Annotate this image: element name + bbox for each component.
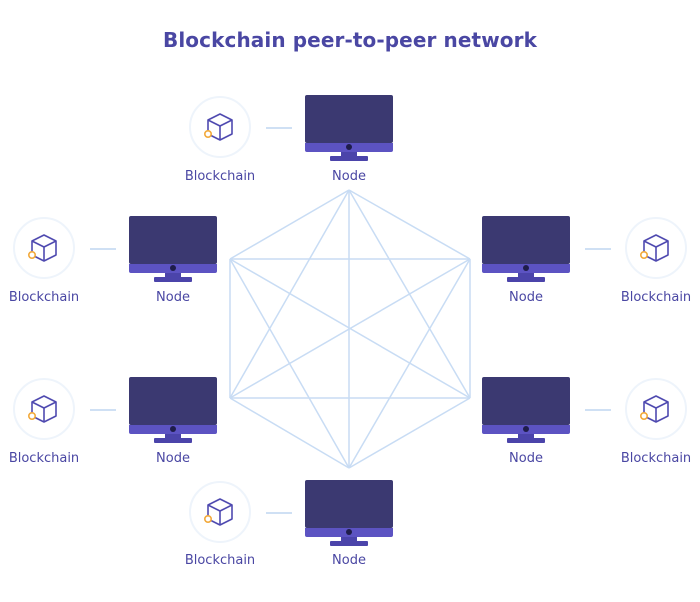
monitor-bezel [129, 425, 217, 434]
node-label: Node [156, 290, 190, 305]
connector-line [90, 409, 116, 411]
monitor-bezel [482, 264, 570, 273]
power-dot [346, 529, 352, 535]
node-monitor-icon [129, 216, 217, 282]
monitor-stand [165, 273, 181, 277]
blockchain-icon [189, 481, 251, 543]
node-monitor-icon [482, 216, 570, 282]
node-label: Node [332, 553, 366, 568]
blockchain-icon [625, 378, 687, 440]
monitor-bezel [305, 528, 393, 537]
monitor-stand [341, 537, 357, 541]
monitor-stand [518, 434, 534, 438]
monitor-foot [507, 438, 545, 443]
node-monitor-icon [305, 95, 393, 161]
connector-line [90, 248, 116, 250]
node-monitor-icon [129, 377, 217, 443]
monitor-stand [341, 152, 357, 156]
node-monitor-icon [305, 480, 393, 546]
monitor-screen [129, 377, 217, 425]
mesh-edge [348, 258, 471, 469]
blockchain-label: Blockchain [8, 290, 80, 305]
monitor-foot [507, 277, 545, 282]
monitor-stand [165, 434, 181, 438]
monitor-stand [518, 273, 534, 277]
monitor-bezel [305, 143, 393, 152]
blockchain-icon [13, 217, 75, 279]
power-dot [346, 144, 352, 150]
power-dot [523, 265, 529, 271]
power-dot [523, 426, 529, 432]
connector-line [585, 409, 611, 411]
power-dot [170, 265, 176, 271]
connector-line [585, 248, 611, 250]
monitor-screen [482, 377, 570, 425]
node-label: Node [509, 290, 543, 305]
node-label: Node [156, 451, 190, 466]
blockchain-icon [13, 378, 75, 440]
node-label: Node [509, 451, 543, 466]
node-label: Node [332, 169, 366, 184]
diagram-title: Blockchain peer-to-peer network [163, 28, 537, 52]
monitor-screen [305, 480, 393, 528]
monitor-foot [154, 438, 192, 443]
mesh-edge [348, 189, 471, 260]
blockchain-icon [189, 96, 251, 158]
monitor-screen [305, 95, 393, 143]
monitor-foot [154, 277, 192, 282]
node-monitor-icon [482, 377, 570, 443]
blockchain-label: Blockchain [184, 169, 256, 184]
mesh-edge [229, 189, 350, 260]
blockchain-label: Blockchain [184, 553, 256, 568]
monitor-foot [330, 541, 368, 546]
blockchain-label: Blockchain [8, 451, 80, 466]
monitor-screen [482, 216, 570, 264]
monitor-bezel [482, 425, 570, 434]
connector-line [266, 512, 292, 514]
mesh-edge [229, 258, 471, 399]
connector-line [266, 127, 292, 129]
power-dot [170, 426, 176, 432]
blockchain-label: Blockchain [620, 451, 692, 466]
blockchain-icon [625, 217, 687, 279]
mesh-edge [348, 397, 471, 469]
monitor-bezel [129, 264, 217, 273]
mesh-edge [229, 397, 350, 469]
blockchain-label: Blockchain [620, 290, 692, 305]
monitor-screen [129, 216, 217, 264]
monitor-foot [330, 156, 368, 161]
